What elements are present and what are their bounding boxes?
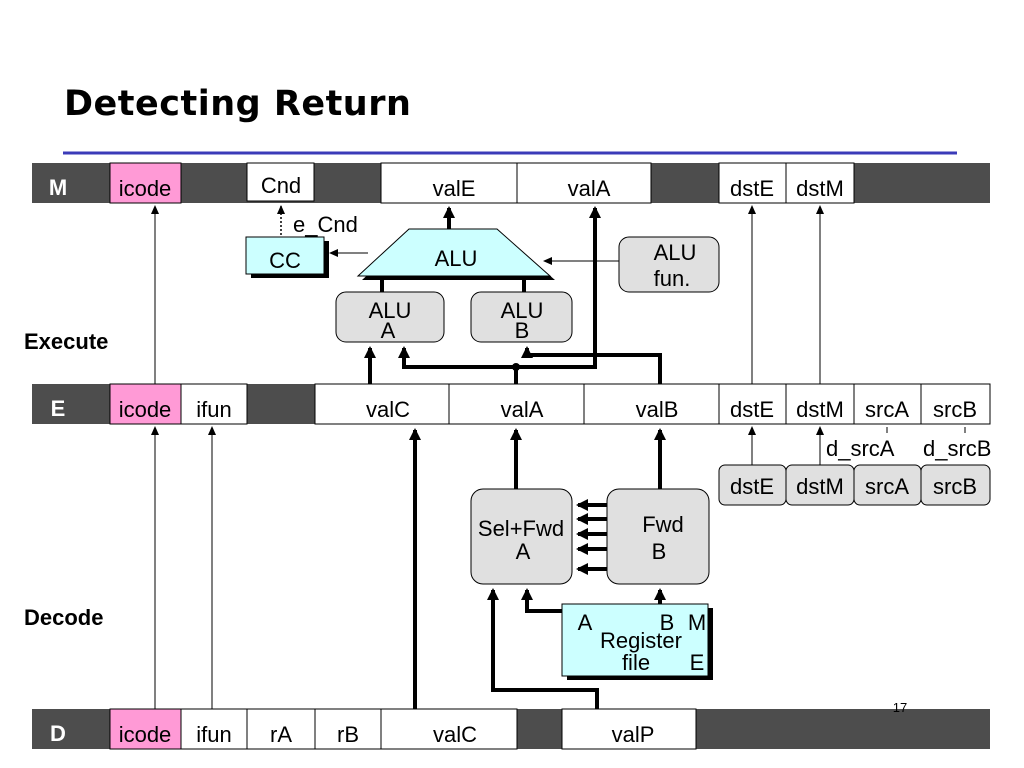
d-dste-box-label: dstE (730, 474, 774, 499)
d-srca-signal-label: d_srcA (826, 436, 895, 461)
regfile-port-b: B (660, 610, 675, 635)
alu-b-label-1: ALU (501, 298, 544, 323)
alu-a-label-2: A (381, 318, 396, 343)
fwd-b-label-2: B (652, 539, 667, 564)
regfile-port-a: A (578, 610, 593, 635)
d-srcb-signal-label: d_srcB (923, 436, 991, 461)
m-cnd-label: Cnd (261, 173, 301, 198)
d-rb-label: rB (337, 722, 359, 747)
vala-to-alua-wire (398, 346, 518, 384)
alu-label: ALU (435, 246, 478, 271)
e-ifun-label: ifun (196, 397, 231, 422)
e-srca-label: srcA (865, 397, 909, 422)
d-icode-label: icode (119, 722, 172, 747)
m-icode-cell (109, 162, 182, 204)
e-ifun-cell (180, 383, 248, 425)
register-file (561, 603, 709, 677)
e-dste-label: dstE (730, 397, 774, 422)
valb-to-alub-wire (521, 346, 662, 384)
cc-label: CC (269, 248, 301, 273)
e-valb-cell (583, 383, 720, 425)
alu-fun-block (618, 236, 720, 293)
e-stage-name: E (51, 396, 66, 421)
page-number: 17 (893, 700, 907, 715)
alu-fun-label-1: ALU (654, 240, 697, 265)
d-srcb-box (920, 464, 991, 506)
slide-title: Detecting Return (64, 84, 412, 124)
d-srcb-box-label: srcB (933, 474, 977, 499)
m-vala-label: valA (568, 176, 611, 201)
regfile-label-1: Register (600, 628, 682, 653)
m-dste-cell (718, 162, 787, 204)
d-srca-box-label: srcA (865, 474, 909, 499)
e-icode-label: icode (119, 397, 172, 422)
d-rb-cell (314, 708, 382, 750)
vala-to-m-vala-wire (516, 206, 601, 369)
forwarding-arrows (576, 499, 607, 575)
alu-fun-label-2: fun. (654, 266, 691, 291)
decode-stage-label: Decode (24, 605, 103, 630)
execute-stage-label: Execute (24, 329, 108, 354)
d-ifun-cell (180, 708, 248, 750)
d-valp-label: valP (612, 722, 655, 747)
m-vale-cell (380, 162, 518, 204)
m-cnd-cell (246, 162, 315, 202)
d-icode-cell (109, 708, 182, 750)
regfile-label-2: file (622, 650, 650, 675)
sel-fwd-a-block (470, 488, 573, 585)
m-icode-label: icode (119, 176, 172, 201)
d-register: D icode ifun rA rB valC valP (32, 708, 990, 750)
cc-block (245, 236, 325, 275)
vala-junction (512, 363, 520, 371)
d-valc-label: valC (433, 722, 477, 747)
e-srcb-label: srcB (933, 397, 977, 422)
alu-b-label-2: B (515, 318, 530, 343)
e-dstm-cell (785, 383, 855, 425)
d-valp-cell (561, 708, 697, 750)
sel-fwd-a-label-1: Sel+Fwd (478, 516, 564, 541)
alu-b-block (470, 291, 573, 343)
d-ifun-label: ifun (196, 722, 231, 747)
m-dstm-cell (785, 162, 855, 204)
d-ra-cell (246, 708, 316, 750)
alu-a-block (335, 291, 445, 343)
e-vala-cell (448, 383, 585, 425)
valp-to-selfwd-wire (487, 588, 599, 709)
regfile-port-m: M (688, 610, 706, 635)
d-dstm-box-label: dstM (796, 474, 844, 499)
e-valb-label: valB (636, 397, 679, 422)
e-dste-cell (718, 383, 787, 425)
d-valc-cell (380, 708, 518, 750)
fwd-b-label-1: Fwd (642, 512, 684, 537)
d-stage-name: D (50, 721, 66, 746)
m-vale-label: valE (433, 176, 476, 201)
e-cnd-signal-label: e_Cnd (293, 212, 358, 237)
e-valc-cell (314, 383, 450, 425)
m-dste-label: dstE (730, 176, 774, 201)
m-stage-name: M (49, 175, 67, 200)
e-dstm-label: dstM (796, 397, 844, 422)
m-register: M icode Cnd valE valA dstE dstM (32, 162, 990, 204)
e-valc-label: valC (366, 397, 410, 422)
regfile-port-e: E (690, 650, 705, 675)
e-srcb-cell (920, 383, 991, 425)
m-vala-cell (516, 162, 652, 204)
alu-unit (356, 228, 552, 277)
e-register: E icode ifun valC valA valB dstE dstM sr… (32, 383, 991, 425)
e-vala-label: valA (501, 397, 544, 422)
e-srca-cell (853, 383, 922, 425)
alu-a-label-1: ALU (369, 298, 412, 323)
d-ra-label: rA (270, 722, 292, 747)
sel-fwd-a-label-2: A (516, 539, 531, 564)
m-dstm-label: dstM (796, 176, 844, 201)
regfile-a-to-selfwd-wire (521, 588, 562, 613)
e-icode-cell (109, 383, 182, 425)
